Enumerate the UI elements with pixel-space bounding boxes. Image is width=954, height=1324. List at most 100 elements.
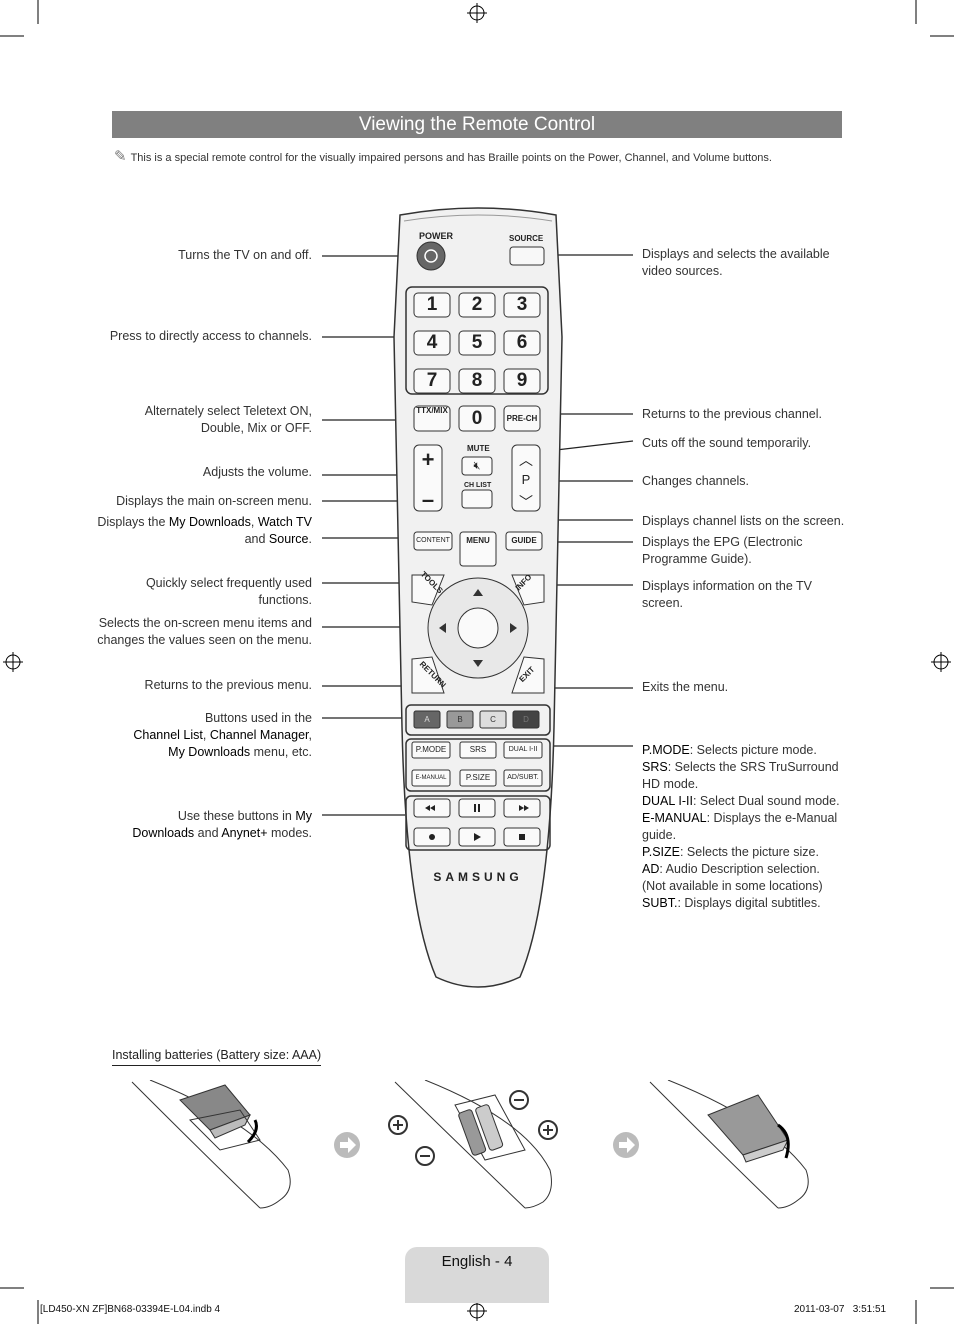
label-nav-1: Selects the on-screen menu items and: [98, 616, 312, 630]
footer-tab: [405, 1247, 549, 1303]
emanual-button[interactable]: E-MANUAL: [415, 775, 447, 781]
print-date-info: 2011-03-07 3:51:51: [794, 1304, 887, 1315]
ttx-mix-button[interactable]: TTX/MIX: [416, 406, 448, 415]
feature-item: (Not available in some locations): [642, 879, 823, 893]
color-d-button[interactable]: D: [523, 715, 529, 724]
digit-8-button[interactable]: 8: [471, 370, 483, 391]
battery-step-1-illustration: [131, 1080, 291, 1209]
label-nav-2: changes the values seen on the menu.: [97, 633, 312, 647]
feature-list: P.MODE: Selects picture mode. SRS: Selec…: [642, 742, 840, 912]
chlist-label: CH LIST: [464, 482, 492, 489]
feature-item: DUAL I-II: Select Dual sound mode.: [642, 794, 840, 808]
pre-ch-button[interactable]: PRE-CH: [506, 414, 538, 423]
rewind-button[interactable]: [414, 799, 450, 817]
feature-item: P.SIZE: Selects the picture size.: [642, 845, 819, 859]
page-title: Viewing the Remote Control: [112, 111, 842, 138]
label-content-1: Displays the My Downloads, Watch TV: [97, 515, 312, 529]
digit-2-button[interactable]: 2: [471, 294, 483, 315]
label-media-2: Downloads and Anynet+ modes.: [132, 826, 312, 840]
page-number: English - 4: [441, 1253, 513, 1270]
label-source-1: Displays and selects the available: [642, 247, 830, 261]
battery-step-3-illustration: [649, 1080, 809, 1209]
feature-item: guide.: [642, 828, 677, 842]
color-a-button[interactable]: A: [424, 715, 430, 724]
mute-button[interactable]: 🔇︎: [473, 460, 481, 472]
label-color-3: My Downloads menu, etc.: [168, 745, 312, 759]
label-exit: Exits the menu.: [642, 680, 729, 694]
power-button[interactable]: [417, 243, 445, 271]
channel-up-button[interactable]: ︿: [519, 452, 533, 468]
pmode-button[interactable]: P.MODE: [415, 745, 447, 754]
enter-button[interactable]: [458, 608, 498, 648]
label-guide-2: Programme Guide).: [642, 552, 752, 566]
battery-title: Installing batteries (Battery size: AAA): [112, 1048, 322, 1066]
label-ttx-2: Double, Mix or OFF.: [200, 421, 312, 435]
battery-step-2-illustration: [388, 1080, 558, 1209]
mute-label: MUTE: [467, 444, 490, 453]
content-button[interactable]: CONTENT: [416, 537, 450, 544]
digit-6-button[interactable]: 6: [516, 332, 528, 353]
label-color-2: Channel List, Channel Manager,: [133, 728, 312, 742]
brand-logo: SAMSUNG: [433, 870, 523, 884]
dual-button[interactable]: DUAL I-II: [508, 746, 538, 753]
digit-3-button[interactable]: 3: [516, 294, 528, 315]
digit-7-button[interactable]: 7: [426, 370, 438, 391]
guide-button[interactable]: GUIDE: [511, 536, 537, 545]
label-info-1: Displays information on the TV: [642, 579, 812, 593]
feature-item: SRS: Selects the SRS TruSurround: [642, 760, 839, 774]
label-info-2: screen.: [642, 596, 683, 610]
print-file-info: [LD450-XN ZF]BN68-03394E-L04.indb 4: [40, 1304, 221, 1315]
volume-down-button[interactable]: –: [421, 487, 435, 512]
feature-item: HD mode.: [642, 777, 699, 791]
label-guide-1: Displays the EPG (Electronic: [642, 535, 803, 549]
label-prech: Returns to the previous channel.: [642, 407, 822, 421]
digit-0-button[interactable]: 0: [471, 408, 483, 429]
srs-button[interactable]: SRS: [469, 745, 487, 754]
remote-control: [393, 207, 563, 988]
color-c-button[interactable]: C: [490, 715, 496, 724]
label-ttx-1: Alternately select Teletext ON,: [144, 404, 312, 418]
arrow-right-icon: [334, 1132, 360, 1158]
pencil-note-icon: ✎: [114, 148, 127, 165]
note-text: This is a special remote control for the…: [130, 152, 772, 164]
volume-up-button[interactable]: +: [421, 447, 435, 472]
label-numbers: Press to directly access to channels.: [109, 329, 312, 343]
note: ✎This is a special remote control for th…: [114, 147, 772, 165]
channel-down-button[interactable]: ﹀: [519, 494, 533, 510]
play-button[interactable]: [459, 828, 495, 846]
label-media-1: Use these buttons in My: [177, 809, 312, 823]
record-button[interactable]: [414, 828, 450, 846]
digit-5-button[interactable]: 5: [471, 332, 483, 353]
label-power: Turns the TV on and off.: [178, 248, 312, 262]
feature-item: P.MODE: Selects picture mode.: [642, 743, 817, 757]
arrow-right-icon: [613, 1132, 639, 1158]
chlist-button[interactable]: [462, 490, 492, 508]
label-chlist: Displays channel lists on the screen.: [642, 514, 845, 528]
label-return: Returns to the previous menu.: [144, 678, 312, 692]
feature-item: SUBT.: Displays digital subtitles.: [642, 896, 821, 910]
source-label: SOURCE: [509, 234, 544, 243]
label-menu: Displays the main on-screen menu.: [116, 494, 312, 508]
label-volume: Adjusts the volume.: [202, 465, 312, 479]
feature-item: AD: Audio Description selection.: [642, 862, 820, 876]
fast-forward-button[interactable]: [504, 799, 540, 817]
pause-button[interactable]: [459, 799, 495, 817]
label-tools-1: Quickly select frequently used: [145, 576, 312, 590]
color-b-button[interactable]: B: [457, 715, 463, 724]
label-content-2: and Source.: [244, 532, 312, 546]
label-tools-2: functions.: [258, 593, 312, 607]
label-mute: Cuts off the sound temporarily.: [642, 436, 812, 450]
adsubt-button[interactable]: AD/SUBT.: [507, 774, 539, 781]
source-button[interactable]: [510, 247, 544, 265]
power-label: POWER: [419, 231, 454, 241]
menu-button[interactable]: MENU: [466, 536, 490, 545]
digit-4-button[interactable]: 4: [426, 332, 438, 353]
label-source-2: video sources.: [642, 264, 723, 278]
digit-9-button[interactable]: 9: [516, 370, 528, 391]
stop-button[interactable]: [504, 828, 540, 846]
digit-1-button[interactable]: 1: [426, 294, 438, 315]
channel-p-label: P: [521, 472, 531, 487]
psize-button[interactable]: P.SIZE: [465, 773, 491, 782]
label-channel: Changes channels.: [642, 474, 750, 488]
